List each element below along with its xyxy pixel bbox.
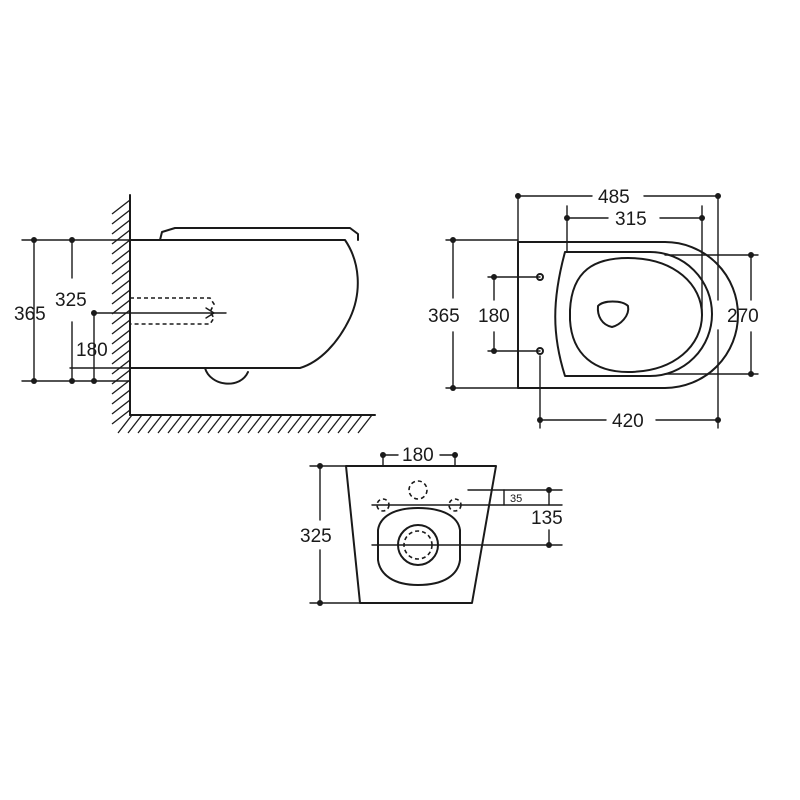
side-dim-180: 180 xyxy=(76,340,108,361)
outlet-spigot xyxy=(204,367,249,385)
outlet-opening-top xyxy=(596,300,630,328)
top-dim-315: 315 xyxy=(615,209,647,230)
side-dim-365: 365 xyxy=(14,304,46,325)
top-dim-180: 180 xyxy=(478,306,510,327)
side-view: 365 325 180 xyxy=(14,194,376,434)
toilet-seat-side xyxy=(159,227,359,241)
toilet-outline-top xyxy=(517,241,739,389)
top-dim-485: 485 xyxy=(598,187,630,208)
toilet-bowl-side xyxy=(129,239,359,369)
top-dim-270: 270 xyxy=(727,306,759,327)
inlet-hole-rear xyxy=(408,480,428,500)
toilet-seat-top xyxy=(554,251,713,377)
top-dimensions xyxy=(445,193,759,429)
toilet-outline-rear xyxy=(345,465,497,604)
rear-dimensions xyxy=(309,452,563,606)
wall-hatching xyxy=(111,194,376,434)
top-dim-420: 420 xyxy=(612,411,644,432)
side-dimensions xyxy=(21,237,131,384)
inlet-pipe-hidden xyxy=(94,297,227,325)
toilet-seat-inner xyxy=(569,257,703,373)
top-dim-365: 365 xyxy=(428,306,460,327)
top-view: 485 315 365 180 270 420 xyxy=(428,187,759,432)
rear-dim-135: 135 xyxy=(531,508,563,529)
rear-dim-35: 35 xyxy=(510,493,522,505)
rear-dim-180: 180 xyxy=(402,445,434,466)
rear-view: 180 35 135 325 xyxy=(300,445,563,606)
side-dim-325: 325 xyxy=(55,290,87,311)
rear-dim-325: 325 xyxy=(300,526,332,547)
outlet-surround-rear xyxy=(377,507,461,586)
